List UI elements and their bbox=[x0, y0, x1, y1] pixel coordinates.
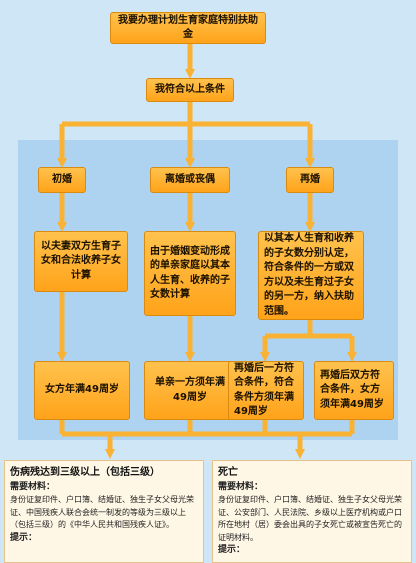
panel-death-materials-label: 需要材料： bbox=[218, 481, 264, 492]
result-first-marriage: 女方年满49周岁 bbox=[34, 361, 130, 420]
panel-disability-tip-label: 提示： bbox=[10, 532, 38, 543]
qualify-node: 我符合以上条件 bbox=[146, 78, 234, 102]
result-remarriage-both: 再婚后双方符合条件，女方须年满49周岁 bbox=[314, 361, 394, 420]
panel-disability-title: 伤病残达到三级以上（包括三级） bbox=[10, 467, 160, 478]
panel-death-tip-label: 提示： bbox=[218, 545, 246, 555]
panel-disability-materials: 身份证复印件、户口簿、结婚证、独生子女父母光荣证、中国残疾人联合会统一制发的等级… bbox=[10, 495, 194, 530]
desc-divorce-widowed: 由于婚姻变动形成的单亲家庭以其本人生育、收养的子女数计算 bbox=[144, 231, 236, 316]
branch-divorce-widowed: 离婚或丧偶 bbox=[150, 167, 230, 193]
branch-remarriage: 再婚 bbox=[286, 167, 334, 193]
panel-death: 死亡 需要材料： 身份证复印件、户口簿、结婚证、独生子女父母光荣证、公安部门、人… bbox=[212, 460, 412, 563]
panel-disability-materials-label: 需要材料： bbox=[10, 481, 56, 492]
branch-first-marriage: 初婚 bbox=[38, 167, 86, 193]
result-remarriage-one: 再婚后一方符合条件，符合条件方须年满49周岁 bbox=[228, 361, 304, 420]
panel-death-title: 死亡 bbox=[218, 467, 238, 478]
result-divorce-widowed: 单亲一方须年满49周岁 bbox=[144, 361, 236, 420]
desc-first-marriage: 以夫妻双方生育子女和合法收养子女计算 bbox=[34, 231, 128, 292]
start-node: 我要办理计划生育家庭特别扶助金 bbox=[110, 12, 266, 44]
desc-remarriage: 以其本人生育和收养的子女数分别认定，符合条件的一方或双方以及未生育过子女的另一方… bbox=[258, 231, 364, 320]
panel-disability: 伤病残达到三级以上（包括三级） 需要材料： 身份证复印件、户口簿、结婚证、独生子… bbox=[4, 460, 204, 563]
panel-death-materials: 身份证复印件、户口簿、结婚证、独生子女父母光荣证、公安部门、人民法院、乡级以上医… bbox=[218, 495, 402, 542]
